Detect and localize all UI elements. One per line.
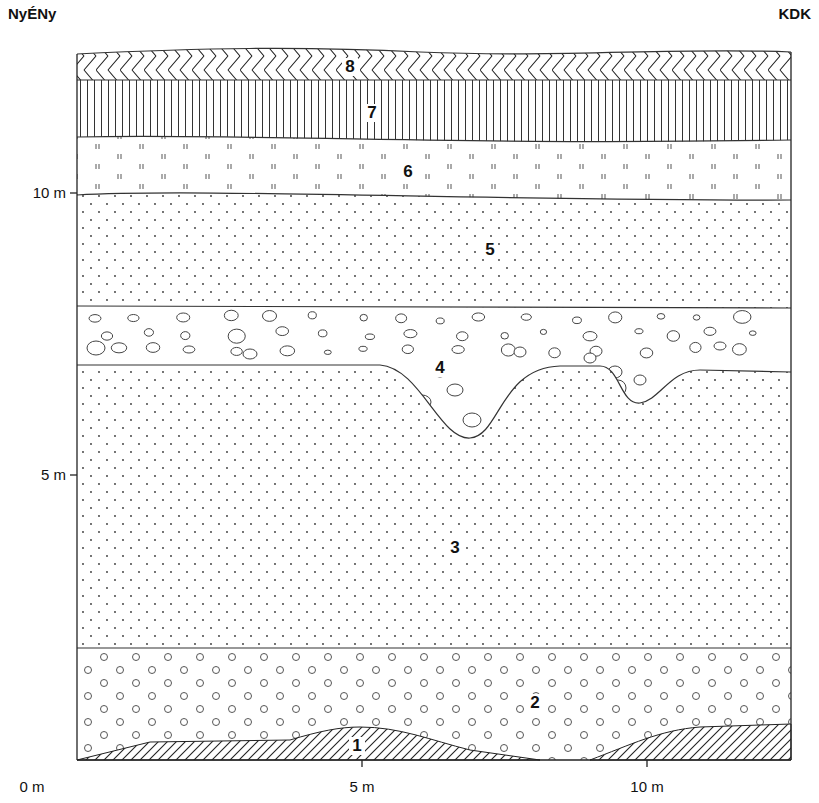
pebble [101,332,112,340]
pebble [89,315,101,323]
pebble [457,332,468,341]
pebble [749,331,756,336]
layer-boundaries [77,48,791,648]
axis-label: 0 m [19,779,44,796]
pebble [359,346,367,351]
pebble [396,314,407,323]
pebble [657,314,665,320]
pebble [714,342,726,350]
pebble [224,310,238,320]
pebble [128,315,139,322]
pebble [404,330,417,338]
layer-number: 4 [432,359,447,378]
pebble [360,314,367,321]
pebble [667,331,679,342]
pebble [262,311,276,322]
pebble [514,347,526,357]
pebble [144,329,153,337]
layer-1 [590,724,791,760]
pebble [693,315,700,320]
pebble [463,413,481,427]
pebble [452,346,464,354]
direction-label: KDK [779,6,812,23]
pebble [231,347,242,355]
axis-label: 5 m [349,779,374,796]
pebble [183,346,195,353]
pebble [177,313,190,322]
layer-4 [77,306,791,760]
layer-number: 3 [447,539,462,558]
pebble [634,375,646,385]
axis-label: 10 m [630,779,663,796]
pebble [324,350,331,354]
pebble [472,313,485,321]
axis-label: 10 m [33,185,66,202]
pebble [111,343,126,353]
pebble [521,314,531,320]
layer-number: 1 [349,737,364,756]
pebble [635,329,643,334]
pebble [436,318,444,324]
pebble [402,345,413,354]
section-frame [70,52,791,767]
pebble [308,312,316,319]
pebble [732,344,746,355]
layer-8 [77,48,791,760]
layer-3 [77,365,791,760]
layer-number: 5 [482,241,497,260]
pebble [181,332,190,340]
layer-1 [77,727,540,760]
pebble [583,332,597,341]
layer-number: 8 [342,58,357,77]
pebble [501,333,509,340]
pebble [640,348,653,358]
layer-number: 2 [527,694,542,713]
pebble [276,327,289,336]
pebble [146,343,159,353]
pebble [540,329,546,334]
pebble [280,346,295,356]
pebble [228,329,245,343]
axis-label: 5 m [41,467,66,484]
pebble [704,327,716,335]
layer-2 [77,648,791,760]
pebble [365,334,374,340]
pebble [243,349,257,359]
layer-number: 6 [400,163,415,182]
pebble [690,342,701,352]
layer-number: 7 [364,104,379,123]
pebble [609,312,622,323]
direction-label: NyÉNy [8,6,56,23]
pebble [87,341,105,355]
layer-7 [77,80,791,760]
pebble [573,317,582,324]
layer-5 [77,193,791,760]
pebble [501,344,515,356]
pebble [549,348,561,358]
pebble [584,353,596,363]
pebble [447,384,463,396]
layer-6 [77,136,791,760]
pebble [733,311,750,324]
pebble [318,330,327,337]
